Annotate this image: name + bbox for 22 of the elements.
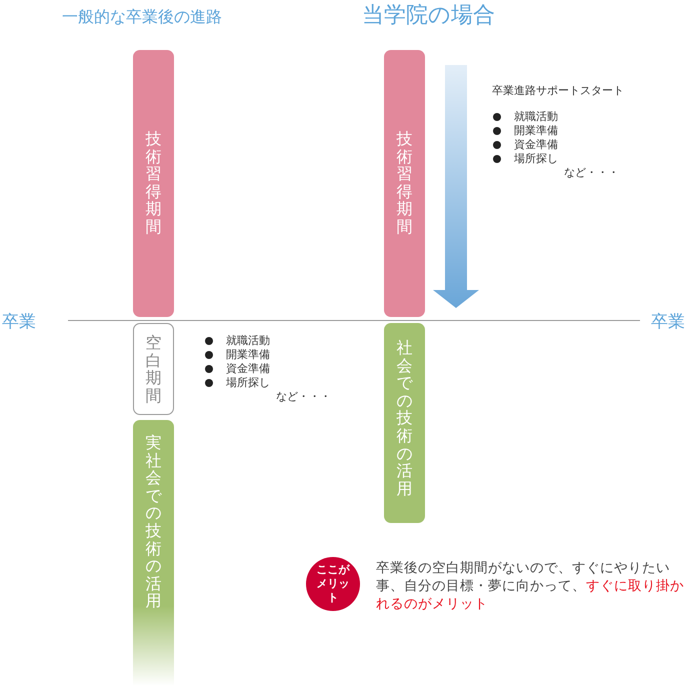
list-note: など・・・ <box>563 166 620 180</box>
graduation-label: 卒業 <box>2 311 36 333</box>
list-heading: 卒業進路サポートスタート <box>492 84 624 98</box>
bullet-item: 場所探し <box>492 152 624 166</box>
list-note: など・・・ <box>275 390 331 404</box>
bullet-item: 資金準備 <box>492 138 624 152</box>
blank-period-box: 空白期間 <box>133 323 174 415</box>
bullet-item: 就職活動 <box>492 110 624 124</box>
merit-note: 卒業後の空白期間がないので、すぐにやりたい事、自分の目標・夢に向かって、すぐに取り掛かれるのがメリット <box>376 559 685 613</box>
bullet-item: 開業準備 <box>492 124 624 138</box>
period-bar: 実社会での技術の活用 <box>133 420 174 686</box>
merit-badge: ここがメリット <box>306 557 360 611</box>
bullet-item: 場所探し <box>204 376 331 390</box>
bullet-item: 資金準備 <box>204 362 331 376</box>
period-bar: 社会での技術の活用 <box>384 323 425 523</box>
period-bar: 技術習得期間 <box>384 50 425 317</box>
bullet-item: 開業準備 <box>204 348 331 362</box>
graduation-label: 卒業 <box>651 311 685 333</box>
column-heading: 一般的な卒業後の進路 <box>62 7 222 28</box>
column-heading: 当学院の場合 <box>362 2 495 30</box>
period-bar: 技術習得期間 <box>133 50 174 317</box>
bullet-item: 就職活動 <box>204 334 331 348</box>
